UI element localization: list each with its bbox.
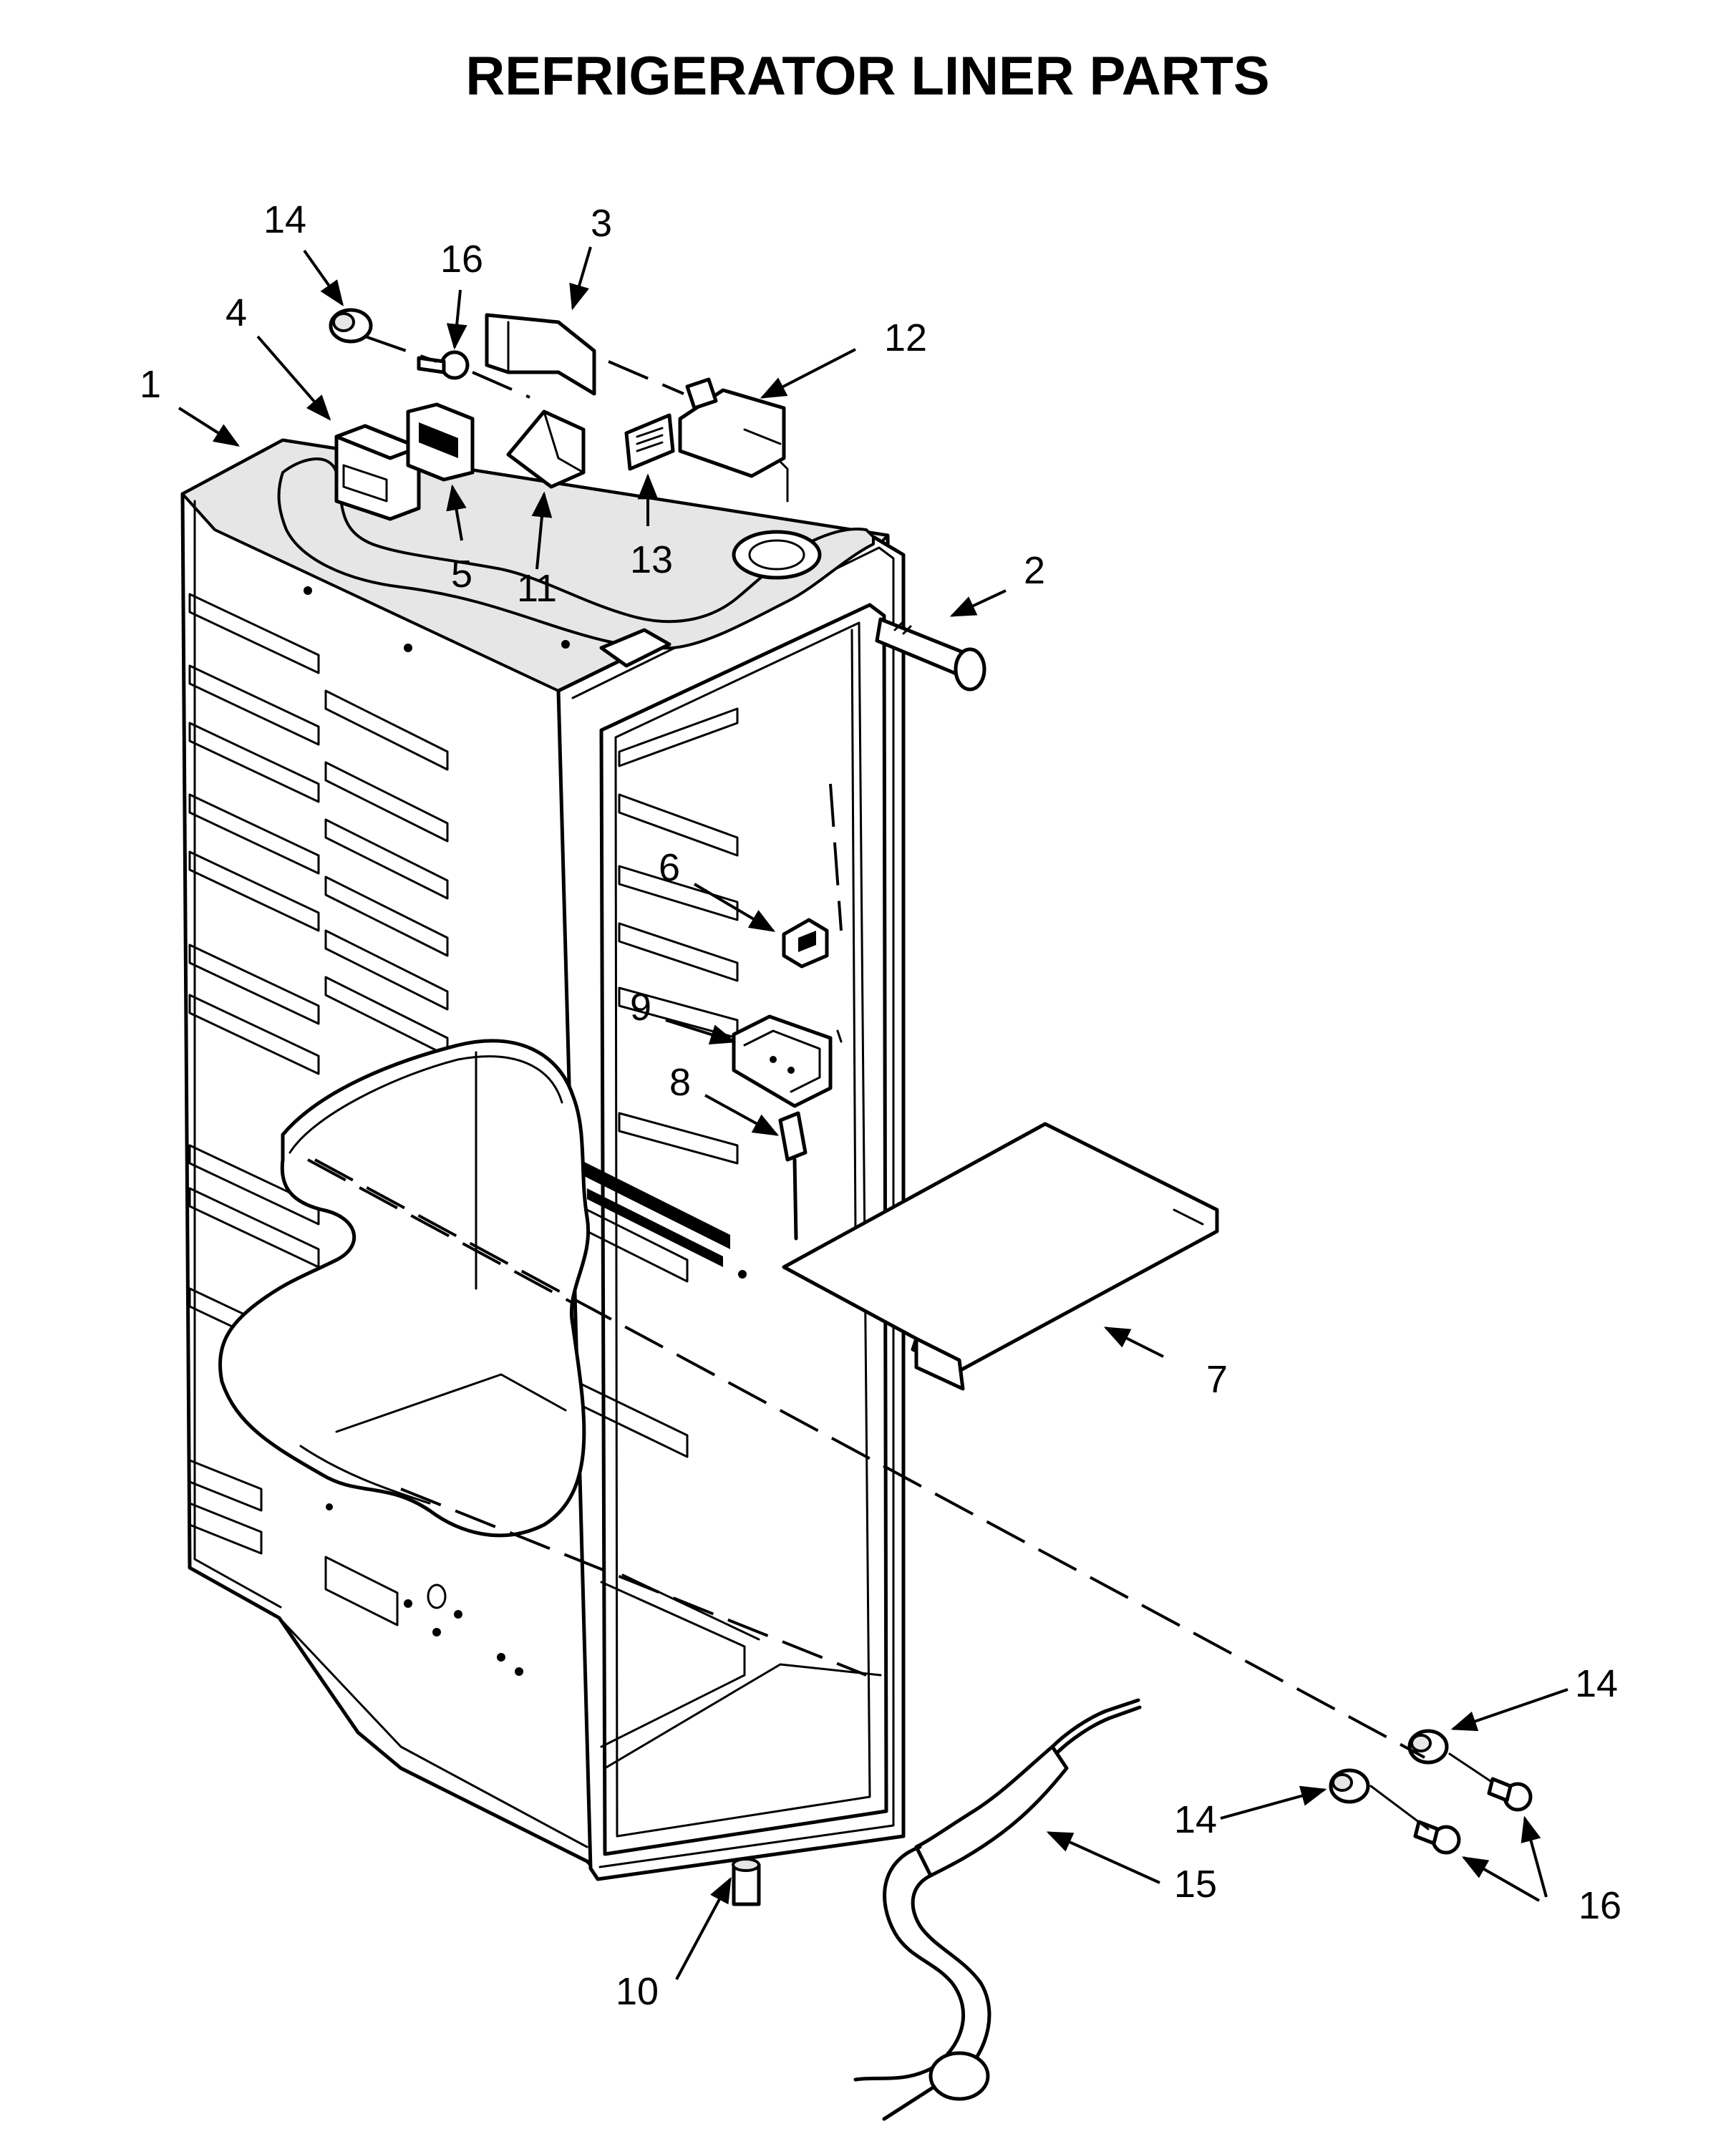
callout-4: 4 [226,291,247,334]
callout-numbers: 1 2 3 4 5 6 7 8 9 10 11 12 13 14 16 14 1… [140,198,1621,2013]
callout-3: 3 [591,202,612,245]
part-7-cover-panel [782,1122,1219,1391]
part-11-light-shield [506,409,586,489]
liner-cutaway [218,1039,590,1538]
part-16-bulb-lower-mid [1413,1820,1461,1855]
callout-10: 10 [616,1970,659,2013]
callout-2: 2 [1024,549,1045,592]
part-12-housing [678,377,789,503]
part-14-socket-lower-mid [1329,1768,1370,1804]
part-2-sensor [875,617,986,692]
callout-12: 12 [884,316,927,359]
duct-opening [732,530,822,580]
part-16-bulb-top [417,350,470,380]
diagram-title: REFRIGERATOR LINER PARTS [465,46,1269,107]
callout-14-top: 14 [263,198,306,241]
part-15-drain-tube [853,1698,1142,2121]
part-13-label [624,413,675,471]
leader-arrows [178,246,1568,1980]
part-14-socket-top [329,308,373,344]
part-14-socket-lower-right [1407,1729,1449,1765]
callout-7: 7 [1206,1358,1228,1401]
callout-14-right: 14 [1575,1662,1618,1705]
callout-14-mid: 14 [1174,1798,1217,1841]
callout-16-top: 16 [440,238,483,281]
callout-8: 8 [669,1061,691,1104]
callout-6: 6 [659,846,680,889]
callout-11: 11 [517,567,557,610]
part-16-bulb-lower-right [1487,1777,1533,1812]
part-6-clip [782,918,829,969]
part-8-probe [778,1111,808,1241]
part-10-plug [732,1858,761,1906]
callout-16-bottom: 16 [1579,1884,1621,1927]
part-5-control-board [406,402,475,482]
callout-5: 5 [451,553,472,596]
callout-13: 13 [630,538,673,581]
part-3-bracket [485,313,596,396]
part-9-light-housing [732,1014,833,1108]
callout-1: 1 [140,363,161,406]
refrigerator-liner [180,438,906,1881]
callout-9: 9 [630,986,651,1029]
assembly-lines [307,335,1494,1830]
top-cutaway [277,457,875,650]
callout-15: 15 [1174,1863,1217,1906]
